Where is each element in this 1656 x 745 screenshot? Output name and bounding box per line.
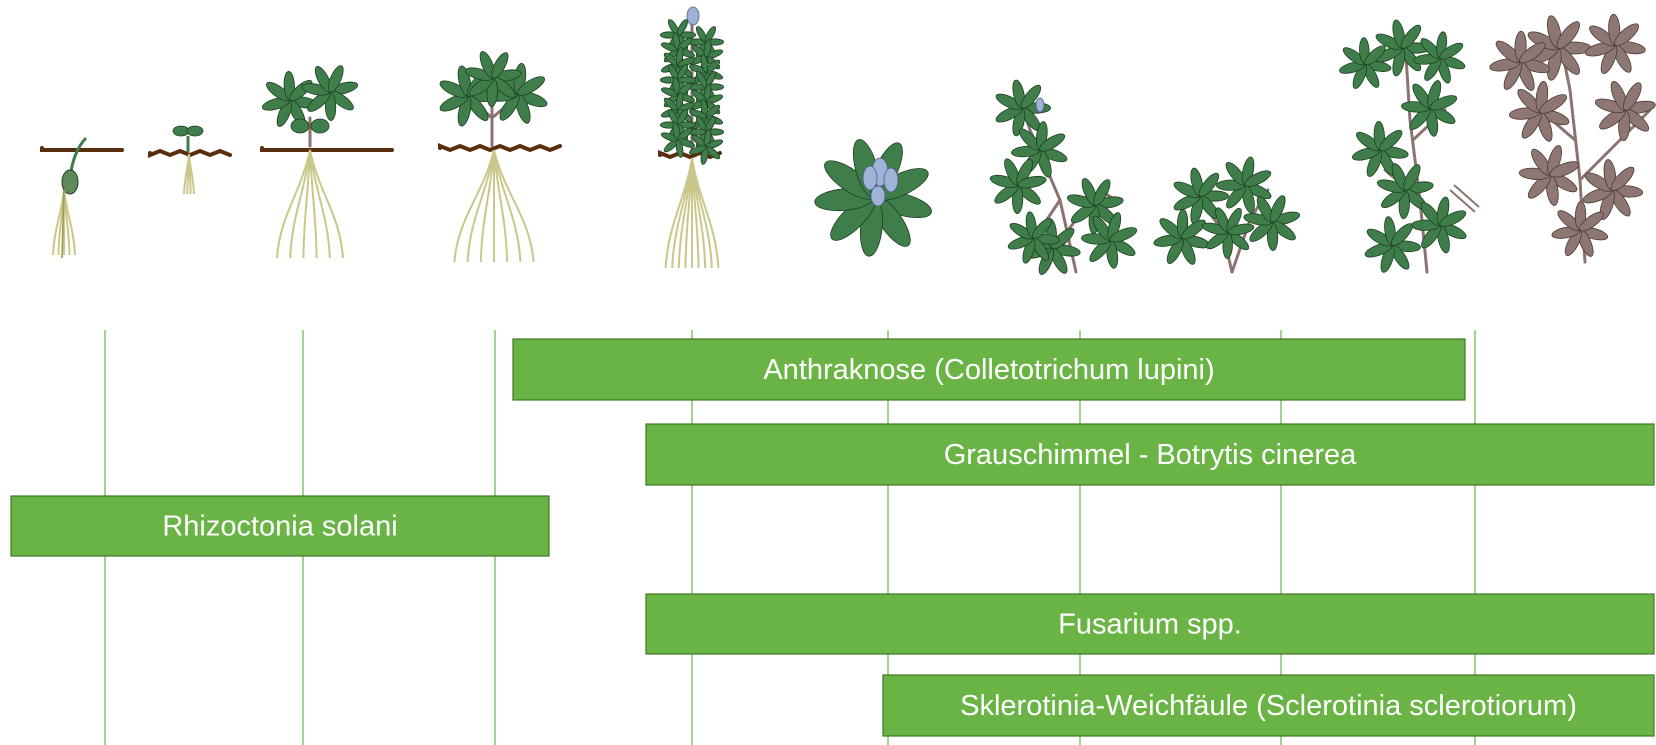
anthraknose-bar: Anthraknose (Colletotrichum lupini)	[513, 339, 1465, 400]
stage-illustration-abreife	[1483, 9, 1656, 265]
stage-illustration-schossen	[654, 7, 731, 268]
stage-illustration-keimling	[42, 138, 122, 258]
rhizoctonia-bar: Rhizoctonia solani	[11, 496, 549, 556]
rhizoctonia-bar-label: Rhizoctonia solani	[162, 511, 397, 543]
grauschimmel-bar-label: Grauschimmel - Botrytis cinerea	[944, 439, 1357, 471]
stage-illustration-huelsenansatz	[978, 79, 1149, 282]
stage-illustration-rosette	[438, 44, 560, 262]
fusarium-bar: Fusarium spp.	[646, 594, 1654, 654]
fusarium-bar-label: Fusarium spp.	[1058, 609, 1242, 641]
sklerotinia-bar-label: Sklerotinia-Weichfäule (Sclerotinia scle…	[960, 690, 1577, 722]
sklerotinia-bar: Sklerotinia-Weichfäule (Sclerotinia scle…	[883, 675, 1654, 736]
stage-illustration-bluete	[801, 123, 947, 270]
stage-illustration-keimblatt	[150, 126, 230, 194]
disease-bars: Anthraknose (Colletotrichum lupini) Graus…	[11, 339, 1654, 736]
stage-illustration-reife	[1335, 19, 1479, 276]
growth-stage-illustrations	[42, 7, 1656, 282]
grauschimmel-bar: Grauschimmel - Botrytis cinerea	[646, 424, 1654, 485]
anthraknose-bar-label: Anthraknose (Colletotrichum lupini)	[763, 354, 1214, 386]
stage-illustration-huelsenwachstum	[1147, 147, 1307, 274]
stage-illustration-erste-laubblaetter	[257, 57, 392, 258]
